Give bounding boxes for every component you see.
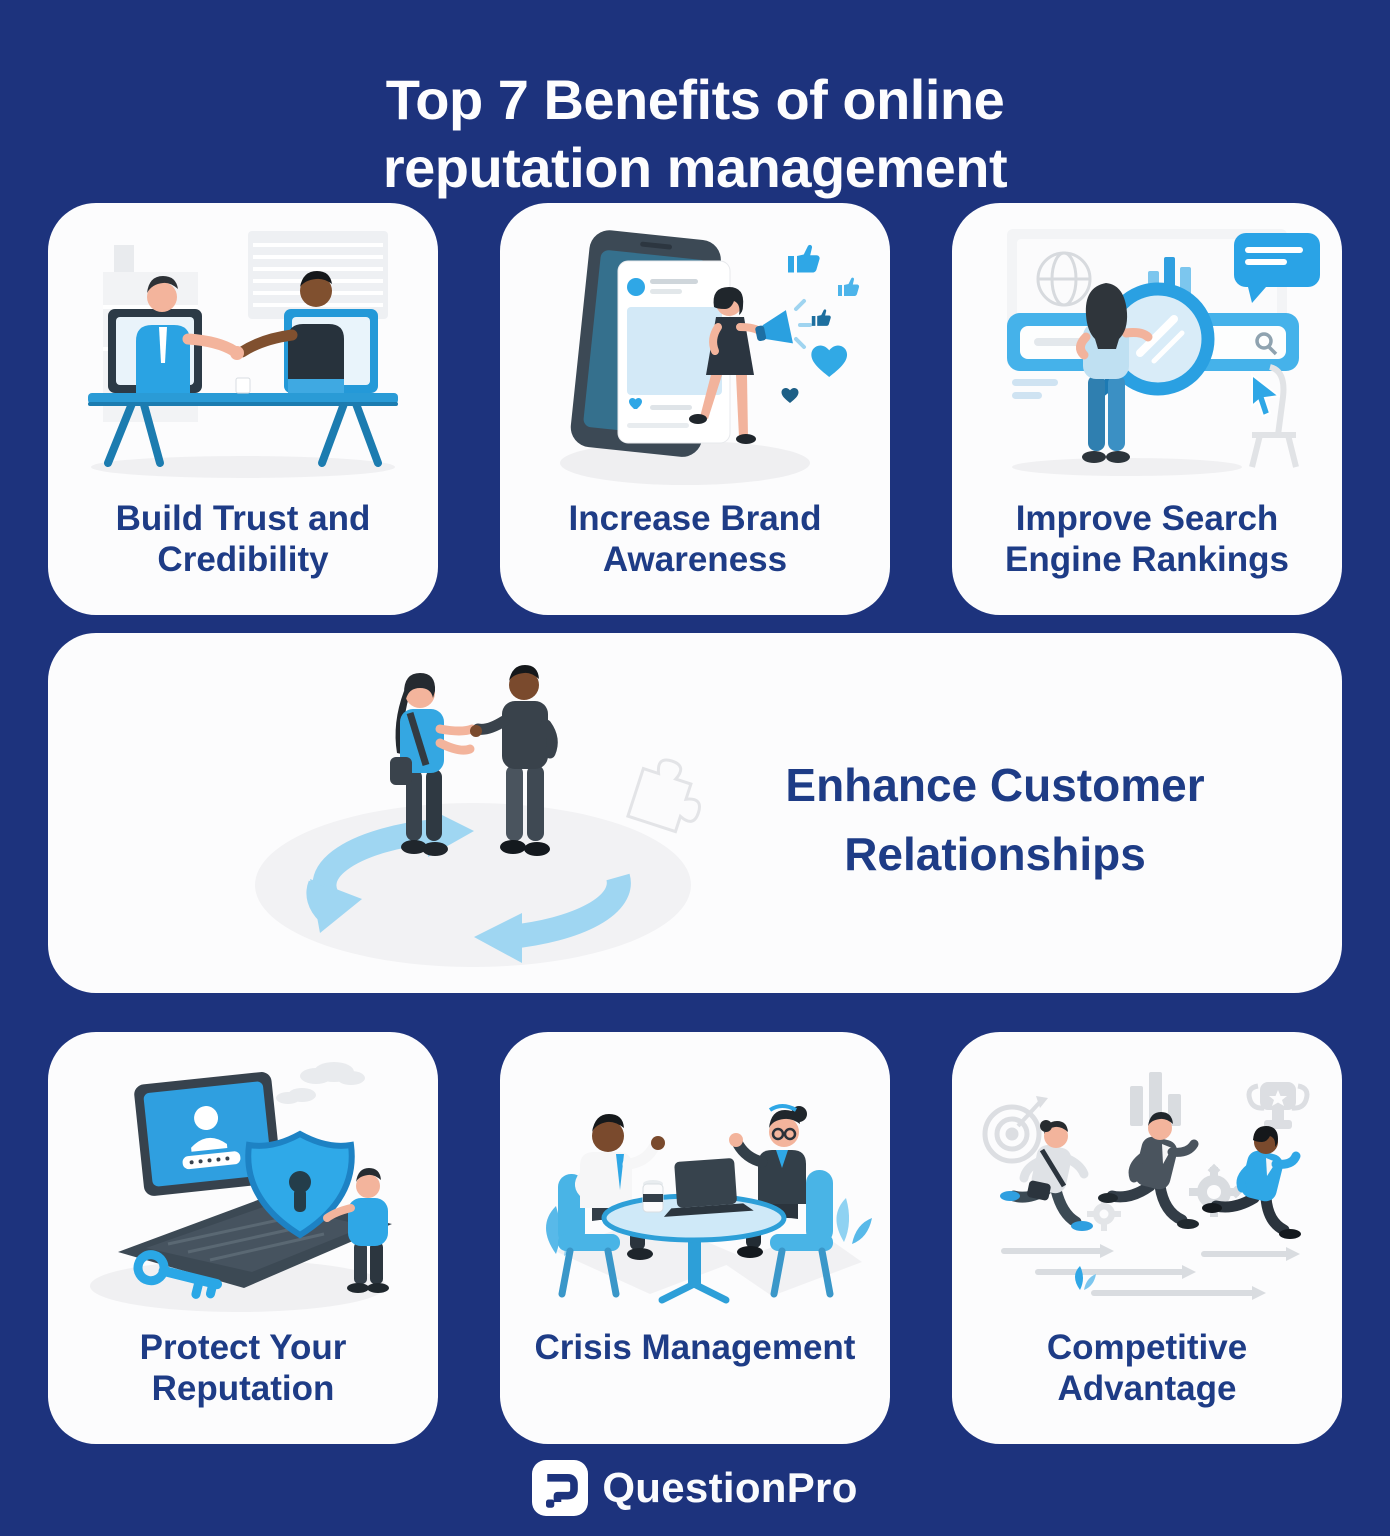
speed-arrows [1001,1248,1289,1296]
plant-leaves-right [836,1198,872,1244]
card-label-build-trust: Build Trust and Credibility [115,499,371,579]
sprout-icon [1075,1266,1096,1290]
handshake-laptops-illustration [48,217,438,495]
clouds [276,1062,365,1104]
heart-icon-small [781,388,799,403]
target-icon [982,1096,1048,1164]
runner-left [1000,1120,1093,1231]
brand-awareness-icon [560,230,860,485]
card-protect-your-reputation: Protect Your Reputation [48,1032,438,1444]
chair-right [770,1170,834,1298]
shield-icon [245,1130,355,1239]
coffee-cup-icon [642,1180,664,1213]
customer-relationships-icon [255,665,701,967]
thumbs-up-icon-dark [811,309,831,326]
page-title-line-1: Top 7 Benefits of online [385,67,1005,131]
speech-bubble-icon [1234,233,1320,303]
runner-right [1202,1126,1301,1239]
card-label-competitive-advantage: Competitive Advantage [1046,1328,1248,1408]
laptop-icon [663,1158,754,1217]
heart-icon-large [811,345,848,377]
card-label-protect-your-reputation: Protect Your Reputation [139,1328,347,1408]
card-label-increase-brand-awareness: Increase Brand Awareness [568,499,822,579]
puzzle-piece-icon [626,758,701,834]
floor-shadow [560,441,810,485]
floor-shadow [1012,458,1242,476]
search-rankings-icon [1007,229,1320,476]
card-crisis-management: Crisis Management [500,1032,890,1444]
search-rankings-illustration [952,217,1342,495]
laptop-screen [134,1072,282,1196]
brand-awareness-illustration [500,217,890,495]
competitive-advantage-illustration [952,1046,1342,1324]
social-feed-card [617,260,731,444]
chair [1249,364,1299,468]
woman-figure [1076,283,1153,463]
card-label-enhance-customer-relationships: Enhance Customer Relationships [785,759,1205,880]
person-figure [323,1168,389,1293]
protect-reputation-icon [90,1062,392,1312]
competitive-advantage-icon [982,1072,1310,1300]
brand-name: QuestionPro [602,1464,858,1511]
cursor-icon [1251,372,1282,418]
page-title: Top 7 Benefits of online reputation mana… [0,66,1390,203]
trophy-icon [1246,1082,1310,1129]
runner-middle [1098,1112,1199,1229]
handshake-laptops-icon [88,231,398,478]
questionpro-logo-icon [532,1460,589,1516]
handshake-hands [230,346,244,360]
crisis-management-illustration [500,1046,890,1324]
protect-reputation-illustration [48,1046,438,1324]
globe-icon [1036,251,1092,307]
card-label-improve-search-rankings: Improve Search Engine Rankings [1005,499,1289,579]
woman-figure [689,287,766,444]
card-enhance-customer-relationships: Enhance Customer Relationships [48,633,1342,993]
table-legs [104,397,382,467]
floor-shadow [91,456,395,478]
card-competitive-advantage: Competitive Advantage [952,1032,1342,1444]
table-top [88,393,398,404]
thumbs-up-icon-large [788,244,820,273]
man-figure [470,665,558,856]
crisis-management-icon [546,1104,872,1304]
footer-brand-row: QuestionPro [0,1460,1390,1516]
page-title-line-2: reputation management [382,135,1008,199]
thumbs-up-icon-small [838,277,860,296]
search-icon [1255,332,1278,356]
card-build-trust: Build Trust and Credibility [48,203,438,615]
person-right [236,271,344,393]
megaphone-rays [794,299,812,349]
cup [235,377,251,394]
card-increase-brand-awareness: Increase Brand Awareness [500,203,890,615]
customer-relationships-illustration [188,645,768,985]
card-improve-search-rankings: Improve Search Engine Rankings [952,203,1342,615]
woman-figure [390,673,477,856]
card-label-crisis-management: Crisis Management [534,1328,856,1367]
megaphone-icon [755,310,793,344]
key-icon [133,1250,222,1299]
speed-arrowheads [1100,1244,1300,1300]
